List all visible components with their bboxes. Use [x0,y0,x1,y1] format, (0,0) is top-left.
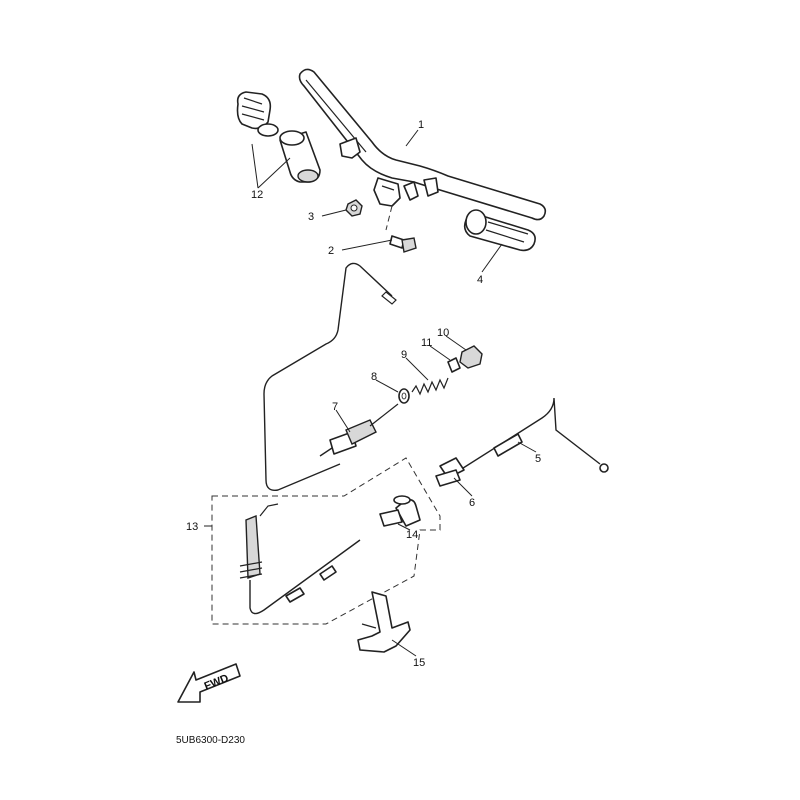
callout-8: 8 [371,371,377,383]
callout-13: 13 [186,521,198,533]
callout-7: 7 [332,401,338,413]
cable-adjuster-assembly [319,403,399,457]
callout-6: 6 [469,497,475,509]
callout-11: 11 [421,337,432,349]
throttle-cable [459,397,609,473]
bolt [389,235,417,253]
collar [447,357,461,373]
handlebar [298,68,547,231]
cable-assembly-group [211,457,441,625]
cable-end-fitting [379,495,421,527]
nut [345,199,363,217]
forward-direction-arrow: FWD [177,663,241,703]
callout-14: 14 [406,529,418,541]
right-grip-left-side [279,130,321,183]
bracket [357,591,411,653]
diagram-code: 5UB6300-D230 [176,735,245,746]
callout-5: 5 [535,453,541,465]
callout-9: 9 [401,349,407,361]
washer [398,388,410,404]
callout-2: 2 [328,245,334,257]
left-grip [236,91,279,137]
callout-12: 12 [251,189,263,201]
callouts: 1 2 3 4 5 6 7 8 9 10 11 12 13 14 15 [186,119,541,669]
brake-cable [263,262,397,491]
leader-lines [204,129,537,657]
callout-4: 4 [477,274,483,286]
callout-1: 1 [418,119,424,131]
throttle-grip [463,209,536,252]
spring [411,377,449,396]
cap-nut [459,345,483,369]
callout-3: 3 [308,211,314,223]
callout-10: 10 [437,327,449,339]
callout-15: 15 [413,657,425,669]
cable-holder [435,457,465,487]
